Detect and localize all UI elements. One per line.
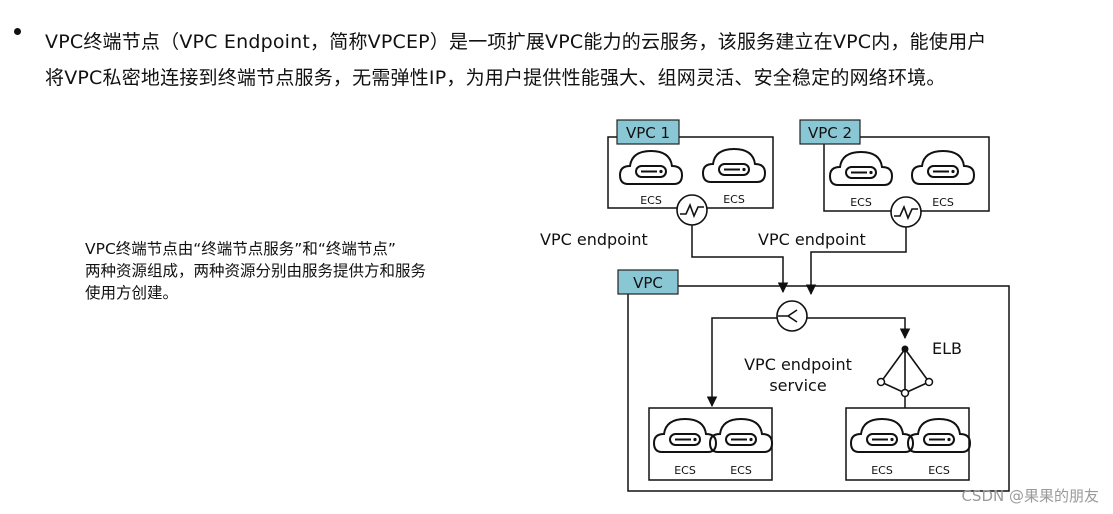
vpc2-box: VPC 2 ECS ECS [799, 119, 990, 212]
endpoint-label-2: VPC endpoint [758, 230, 866, 249]
connector-line [805, 227, 907, 296]
ecs-label: ECS [730, 464, 752, 477]
ecs-label: ECS [640, 194, 662, 207]
ecs-label: ECS [928, 464, 950, 477]
service-label-line-1: VPC endpoint [744, 355, 852, 374]
intro-line-1: VPC终端节点（VPC Endpoint，简称VPCEP）是一项扩展VPC能力的… [45, 31, 987, 53]
vpc1-box: VPC 1 ECS ECS [607, 119, 774, 209]
ecs-label: ECS [871, 464, 893, 477]
ecs-label: ECS [932, 196, 954, 209]
elb-label: ELB [932, 339, 962, 358]
side-note: VPC终端节点由“终端节点服务”和“终端节点” 两种资源组成，两种资源分别由服务… [85, 238, 525, 304]
vpc1-tag-label: VPC 1 [626, 124, 670, 142]
elb-icon [876, 345, 934, 408]
note-line-2: 两种资源组成，两种资源分别由服务提供方和服务 [85, 262, 427, 280]
vpc-tag-label: VPC [633, 274, 663, 292]
connector-line [691, 225, 789, 294]
note-line-3: 使用方创建。 [85, 284, 179, 302]
vpc-endpoint-service [776, 300, 808, 332]
ecs-label: ECS [723, 193, 745, 206]
ecs-label: ECS [674, 464, 696, 477]
ecs-group-left: ECS ECS [648, 407, 773, 481]
connector-line [807, 317, 911, 340]
connector-line [706, 317, 777, 408]
watermark: CSDN @果果的朋友 [961, 487, 1099, 505]
ecs-group-right: ECS ECS [845, 407, 971, 481]
intro-line-2: 将VPC私密地连接到终端节点服务，无需弹性IP，为用户提供性能强大、组网灵活、安… [45, 67, 946, 89]
vpc-endpoint-1 [676, 194, 708, 226]
note-line-1: VPC终端节点由“终端节点服务”和“终端节点” [85, 240, 396, 258]
ecs-label: ECS [850, 196, 872, 209]
endpoint-label-1: VPC endpoint [540, 230, 648, 249]
intro-paragraph: VPC终端节点（VPC Endpoint，简称VPCEP）是一项扩展VPC能力的… [45, 24, 1105, 96]
bullet-icon [14, 28, 21, 35]
vpc-endpoint-2 [890, 196, 922, 228]
vpc2-tag-label: VPC 2 [808, 124, 852, 142]
service-label-line-2: service [769, 376, 826, 395]
vpc-provider-box: VPC [617, 269, 1010, 492]
